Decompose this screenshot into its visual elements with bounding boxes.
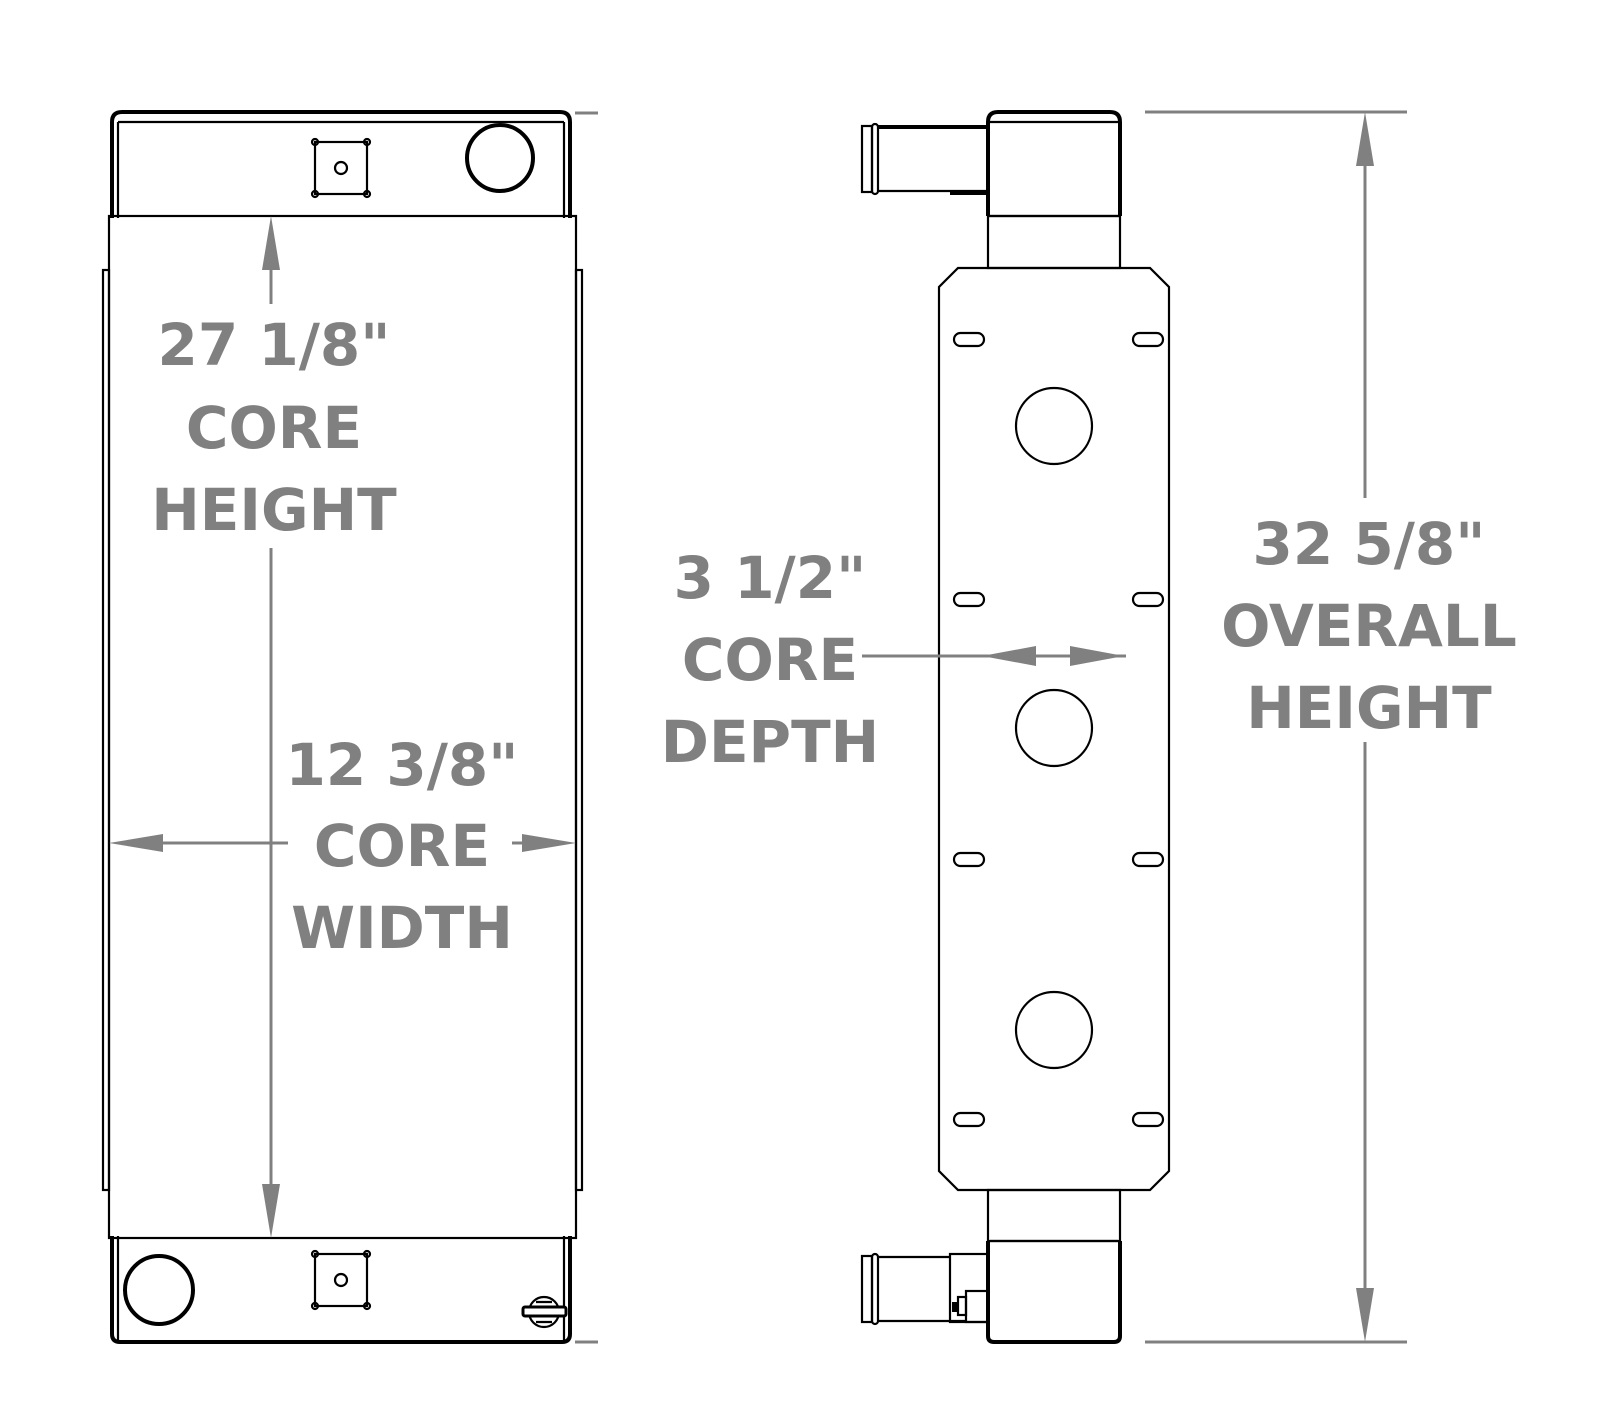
drain-plug-icon (521, 1295, 568, 1329)
mount-slot (1131, 851, 1165, 868)
core-depth-label-line2: DEPTH (661, 708, 879, 776)
bottom-outlet-port-icon (123, 1254, 195, 1326)
top-tank (110, 110, 572, 218)
mount-slot (952, 851, 986, 868)
bottom-sensor-boss (310, 1249, 372, 1311)
top-hose-fitting (860, 122, 987, 196)
mount-slot (1131, 1111, 1165, 1128)
mount-slot (952, 331, 986, 348)
overall-height-dimension (1145, 110, 1407, 1344)
core-width-label-line2: WIDTH (291, 894, 513, 962)
core-width-value: 12 3/8" (285, 731, 518, 799)
bottom-tank (110, 1236, 572, 1344)
top-inlet-port-icon (465, 123, 535, 193)
front-view: 27 1/8" CORE HEIGHT 12 3/8" CORE WIDTH (101, 110, 598, 1344)
mount-slot (952, 1111, 986, 1128)
side-view: 3 1/2" CORE DEPTH 32 5/8" OVERALL HEIGHT (661, 110, 1517, 1344)
mount-slot (952, 591, 986, 608)
core-height-label-line1: CORE (186, 394, 362, 462)
round-hole (1014, 688, 1094, 768)
top-sensor-boss (310, 137, 372, 199)
round-hole (1014, 990, 1094, 1070)
core-depth-dimension (862, 646, 1126, 666)
bottom-hose-fitting (860, 1252, 990, 1326)
mount-slot (1131, 331, 1165, 348)
round-hole (1014, 386, 1094, 466)
core (107, 214, 578, 1240)
side-top-tank (986, 110, 1122, 270)
core-height-label-line2: HEIGHT (151, 476, 397, 544)
mount-slot (1131, 591, 1165, 608)
core-height-value: 27 1/8" (157, 311, 390, 379)
overall-height-label-line1: OVERALL (1221, 592, 1517, 660)
core-depth-value: 3 1/2" (674, 544, 867, 612)
core-width-dimension (109, 834, 576, 852)
side-bottom-tank (986, 1188, 1122, 1344)
overall-height-value: 32 5/8" (1252, 510, 1485, 578)
core-width-label-line1: CORE (314, 812, 490, 880)
core-depth-label-line1: CORE (682, 626, 858, 694)
side-mounting-plate (937, 266, 1171, 1192)
overall-height-label-line2: HEIGHT (1246, 674, 1492, 742)
core-height-dimension (262, 216, 280, 1238)
